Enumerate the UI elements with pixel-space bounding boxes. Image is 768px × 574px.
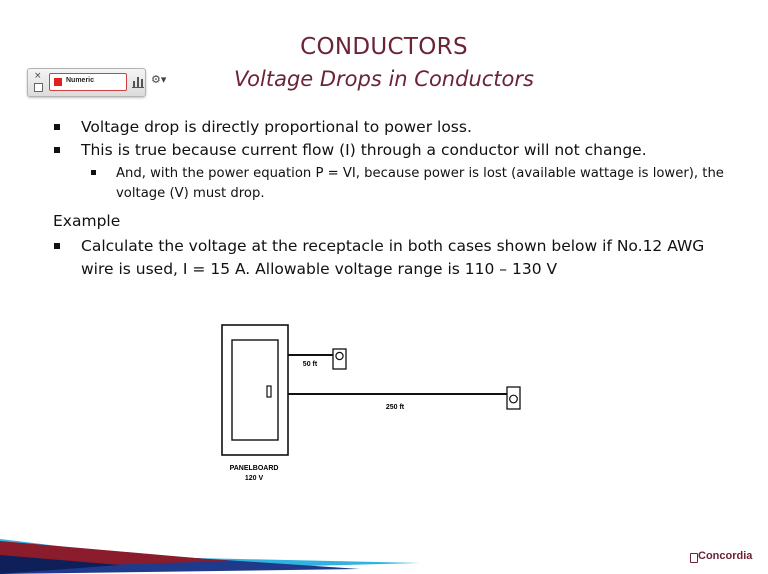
square-bullet-icon	[54, 124, 60, 130]
bullet-item: Calculate the voltage at the receptacle …	[54, 235, 734, 281]
square-bullet-icon	[91, 170, 96, 175]
square-bullet-icon	[54, 147, 60, 153]
example-heading: Example	[53, 212, 121, 230]
sub-bullet-item: And, with the power equation P = VI, bec…	[91, 164, 734, 204]
bullet-item: This is true because current flow (I) th…	[54, 139, 734, 162]
short-run-label: 50 ft	[303, 361, 318, 368]
pin-icon[interactable]	[34, 83, 43, 92]
slide-subtitle: Voltage Drops in Conductors	[234, 67, 534, 91]
long-run-label: 250 ft	[386, 404, 405, 411]
decorative-band	[0, 539, 420, 574]
circuit-diagram: 50 ft 250 ft PANELBOARD 120 V	[221, 324, 521, 482]
bar-chart-icon[interactable]	[131, 74, 145, 88]
receptacle-short-outlet	[335, 351, 344, 361]
floating-toolbar: × Numeric ⚙▾	[27, 68, 166, 97]
bullet-list: Voltage drop is directly proportional to…	[53, 116, 734, 281]
bullet-item: Voltage drop is directly proportional to…	[54, 116, 734, 139]
close-icon[interactable]: ×	[34, 71, 42, 81]
square-bullet-icon	[54, 243, 60, 249]
panelboard-label: PANELBOARD	[230, 465, 279, 472]
sub-bullet-text: And, with the power equation P = VI, bec…	[116, 166, 724, 201]
bullet-text: Voltage drop is directly proportional to…	[81, 118, 472, 136]
university-logo-icon	[690, 553, 698, 563]
mode-label: Numeric	[66, 77, 95, 84]
slide-title: CONDUCTORS	[300, 34, 468, 60]
panelboard-latch	[266, 385, 272, 398]
mode-swatch	[54, 78, 62, 86]
mode-selector[interactable]: Numeric	[49, 73, 127, 91]
bullet-text: Calculate the voltage at the receptacle …	[81, 237, 705, 278]
receptacle-long-outlet	[509, 394, 518, 404]
panelboard-voltage: 120 V	[245, 475, 264, 482]
gear-icon[interactable]: ⚙▾	[151, 73, 167, 86]
university-logo: Concordia	[698, 550, 753, 562]
bullet-text: This is true because current flow (I) th…	[81, 141, 647, 159]
